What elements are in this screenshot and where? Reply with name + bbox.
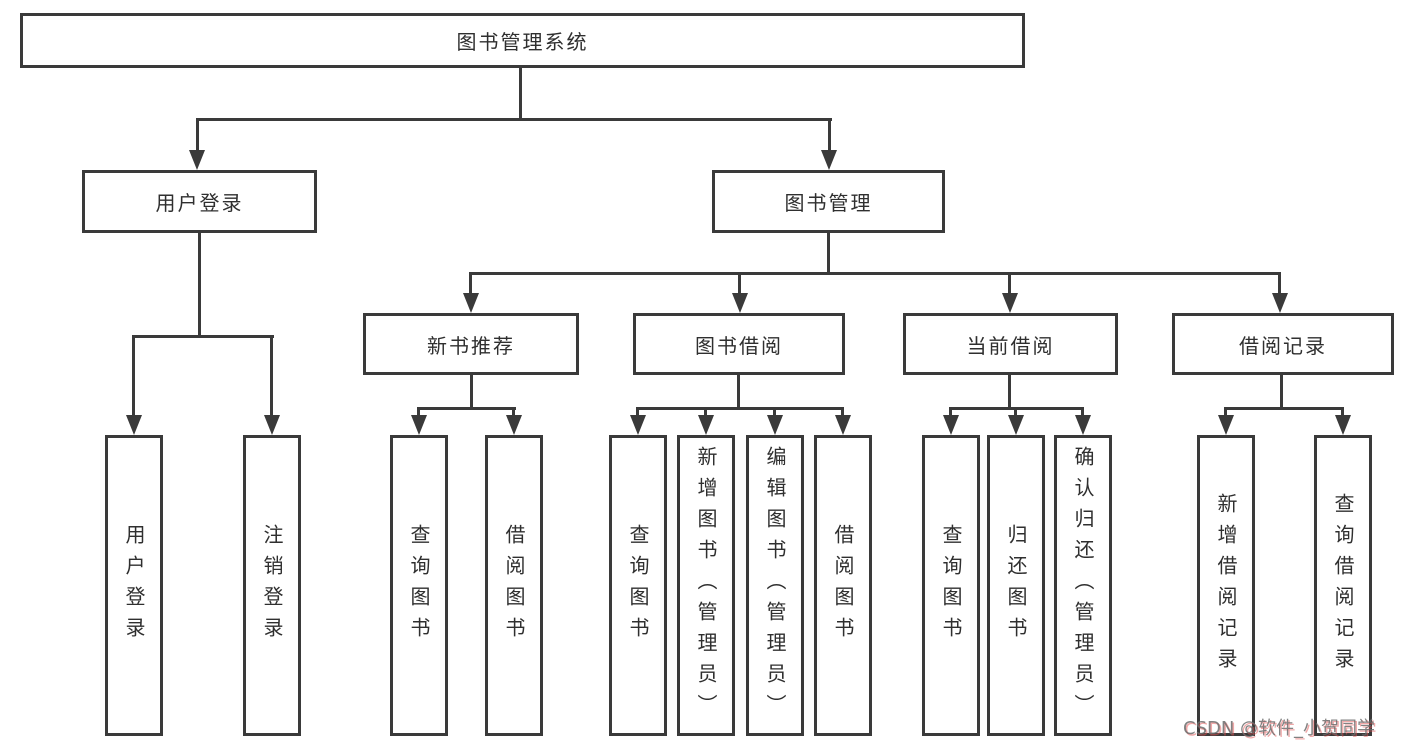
arrowhead-g3-2: [698, 415, 714, 435]
leaf-user-login-label: 用户登录: [122, 523, 146, 648]
connector-stem-leaf-login: [132, 335, 135, 415]
leaf-logout-label: 注销登录: [260, 523, 284, 648]
connector-g5-horizontal: [1224, 407, 1344, 410]
connector-stem-g4-3: [1081, 407, 1084, 417]
arrowhead-g2-2: [506, 415, 522, 435]
connector-stem-g3-2: [704, 407, 707, 417]
connector-root-vertical: [519, 68, 522, 118]
arrowhead-book-borrow: [732, 293, 748, 313]
leaf-borrow-book-newrec-label: 借阅图书: [502, 523, 526, 648]
leaf-query-book-newrec: 查询图书: [390, 435, 448, 736]
arrowhead-g3-4: [835, 415, 851, 435]
arrowhead-leaf-logout: [264, 415, 280, 435]
connector-stem-borrow-records: [1278, 272, 1281, 293]
leaf-confirm-return-admin-label: 确认归还（管理员）: [1071, 446, 1095, 725]
arrowhead-book-mgmt: [821, 150, 837, 170]
connector-g2-vertical: [470, 375, 473, 407]
leaf-add-book-admin-label: 新增图书（管理员）: [694, 446, 718, 725]
connector-root-horizontal: [196, 118, 832, 121]
arrowhead-user-login: [189, 150, 205, 170]
connector-stem-g4-1: [949, 407, 952, 417]
connector-stem-book-borrow: [738, 272, 741, 293]
leaf-query-book-newrec-label: 查询图书: [407, 523, 431, 648]
node-root: 图书管理系统: [20, 13, 1025, 68]
connector-g4-vertical: [1008, 375, 1011, 407]
node-user-login-label: 用户登录: [155, 191, 244, 215]
connector-stem-leaf-logout: [270, 335, 273, 415]
leaf-borrow-book-newrec: 借阅图书: [485, 435, 543, 736]
arrowhead-g5-1: [1218, 415, 1234, 435]
leaf-return-book: 归还图书: [987, 435, 1045, 736]
node-book-borrow-label: 图书借阅: [695, 333, 783, 358]
node-root-label: 图书管理系统: [456, 30, 589, 54]
connector-stem-current-borrow: [1008, 272, 1011, 293]
connector-user-login-vertical: [198, 233, 201, 335]
csdn-watermark: CSDN @软件_小贺同学: [1183, 718, 1376, 739]
leaf-logout: 注销登录: [243, 435, 301, 736]
node-book-mgmt: 图书管理: [712, 170, 945, 233]
leaf-borrow-book: 借阅图书: [814, 435, 872, 736]
connector-stem-g3-3: [773, 407, 776, 417]
node-current-borrow: 当前借阅: [903, 313, 1118, 375]
arrowhead-g4-1: [943, 415, 959, 435]
connector-stem-g4-2: [1014, 407, 1017, 417]
node-user-login: 用户登录: [82, 170, 317, 233]
leaf-return-book-label: 归还图书: [1004, 523, 1028, 648]
node-current-borrow-label: 当前借阅: [966, 333, 1055, 358]
arrowhead-current-borrow: [1002, 293, 1018, 313]
leaf-query-borrow-record-label: 查询借阅记录: [1331, 492, 1355, 679]
arrowhead-g3-1: [630, 415, 646, 435]
connector-g5-vertical: [1280, 375, 1283, 407]
leaf-query-book-current: 查询图书: [922, 435, 980, 736]
arrowhead-g4-2: [1008, 415, 1024, 435]
connector-stem-g5-2: [1341, 407, 1344, 417]
leaf-edit-book-admin: 编辑图书（管理员）: [746, 435, 804, 736]
arrowhead-g5-2: [1335, 415, 1351, 435]
connector-stem-g3-1: [636, 407, 639, 417]
leaf-add-borrow-record: 新增借阅记录: [1197, 435, 1255, 736]
connector-user-login-horizontal: [132, 335, 274, 338]
leaf-query-book-borrow: 查询图书: [609, 435, 667, 736]
connector-stem-user-login: [196, 118, 199, 152]
connector-stem-g5-1: [1224, 407, 1227, 417]
connector-g2-horizontal: [417, 407, 516, 410]
arrowhead-borrow-records: [1272, 293, 1288, 313]
leaf-add-book-admin: 新增图书（管理员）: [677, 435, 735, 736]
leaf-add-borrow-record-label: 新增借阅记录: [1214, 492, 1238, 679]
connector-book-mgmt-vertical: [827, 233, 830, 272]
leaf-confirm-return-admin: 确认归还（管理员）: [1054, 435, 1112, 736]
leaf-user-login: 用户登录: [105, 435, 163, 736]
connector-stem-g3-4: [841, 407, 844, 417]
connector-g3-vertical: [737, 375, 740, 407]
arrowhead-g4-3: [1075, 415, 1091, 435]
node-borrow-records: 借阅记录: [1172, 313, 1394, 375]
node-new-book-rec: 新书推荐: [363, 313, 579, 375]
arrowhead-leaf-login: [126, 415, 142, 435]
leaf-edit-book-admin-label: 编辑图书（管理员）: [763, 446, 787, 725]
arrowhead-new-book: [463, 293, 479, 313]
node-book-borrow: 图书借阅: [633, 313, 845, 375]
arrowhead-g2-1: [411, 415, 427, 435]
connector-stem-new-book: [469, 272, 472, 293]
connector-stem-g2-1: [417, 407, 420, 417]
leaf-borrow-book-label: 借阅图书: [831, 523, 855, 648]
connector-g3-horizontal: [636, 407, 844, 410]
arrowhead-g3-3: [767, 415, 783, 435]
connector-stem-book-mgmt: [828, 118, 831, 152]
leaf-query-book-current-label: 查询图书: [939, 523, 963, 648]
node-book-mgmt-label: 图书管理: [784, 191, 873, 215]
leaf-query-borrow-record: 查询借阅记录: [1314, 435, 1372, 736]
connector-stem-g2-2: [512, 407, 515, 417]
node-new-book-rec-label: 新书推荐: [427, 333, 515, 358]
connector-book-mgmt-horizontal: [469, 272, 1281, 275]
node-borrow-records-label: 借阅记录: [1239, 333, 1327, 358]
leaf-query-book-borrow-label: 查询图书: [626, 523, 650, 648]
